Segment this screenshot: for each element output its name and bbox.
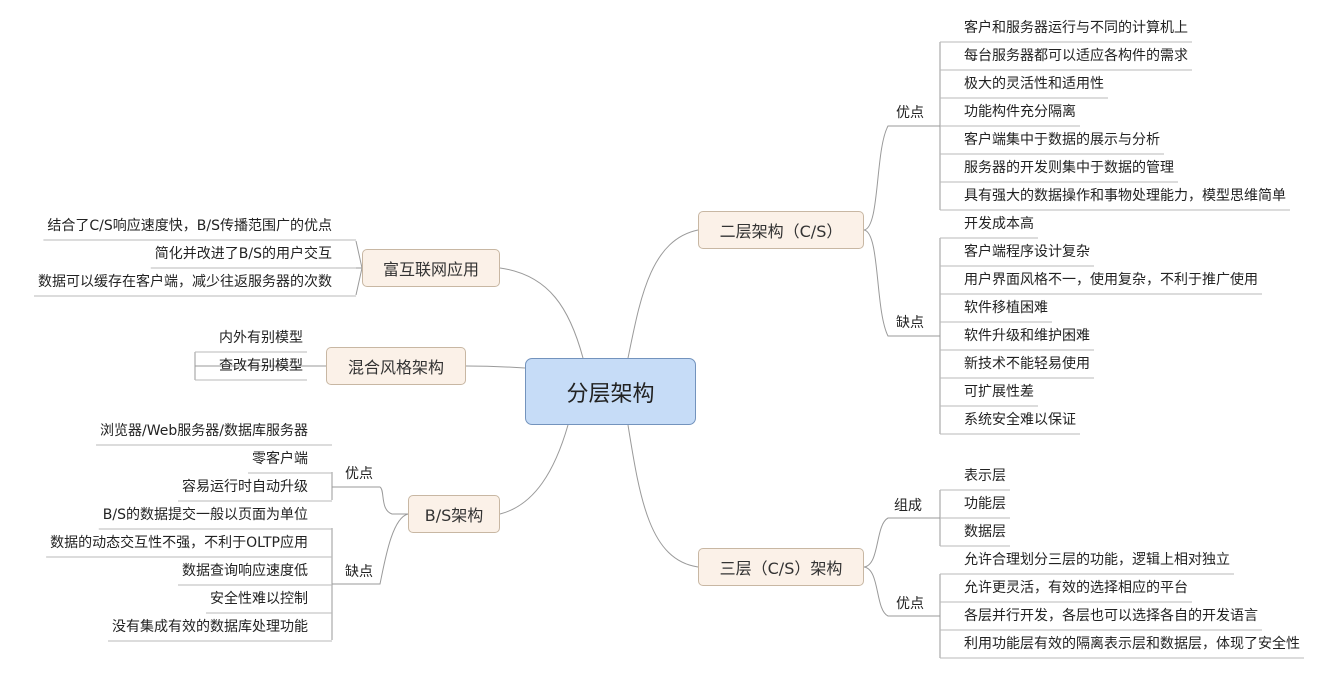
three-tier-parts-label[interactable]: 组成 (894, 498, 922, 514)
bs-con-item[interactable]: B/S的数据提交一般以页面为单位 (102, 507, 308, 523)
bs-con-item[interactable]: 安全性难以控制 (210, 591, 308, 607)
two-tier-pros-label[interactable]: 优点 (896, 105, 924, 121)
two-tier-con-item[interactable]: 客户端程序设计复杂 (964, 244, 1090, 260)
hybrid-title: 混合风格架构 (347, 358, 444, 377)
three-tier-pro-item[interactable]: 允许更灵活，有效的选择相应的平台 (964, 580, 1188, 596)
ria-title: 富互联网应用 (382, 260, 479, 279)
bs-pro-item[interactable]: 浏览器/Web服务器/数据库服务器 (100, 423, 308, 439)
ria-node[interactable]: 富互联网应用 (362, 249, 500, 287)
two-tier-pro-item[interactable]: 具有强大的数据操作和事物处理能力，模型思维简单 (964, 188, 1286, 204)
hybrid-item[interactable]: 内外有别模型 (219, 330, 303, 346)
two-tier-con-item[interactable]: 用户界面风格不一，使用复杂，不利于推广使用 (964, 272, 1258, 288)
ria-item[interactable]: 结合了C/S响应速度快，B/S传播范围广的优点 (47, 218, 332, 234)
ria-item[interactable]: 简化并改进了B/S的用户交互 (154, 246, 332, 262)
bs-con-item[interactable]: 数据的动态交互性不强，不利于OLTP应用 (50, 535, 308, 551)
hybrid-item[interactable]: 查改有别模型 (219, 358, 303, 374)
two-tier-con-item[interactable]: 软件升级和维护困难 (964, 328, 1090, 344)
hybrid-node[interactable]: 混合风格架构 (326, 347, 466, 385)
three-tier-pros-label[interactable]: 优点 (896, 596, 924, 612)
two-tier-node[interactable]: 二层架构（C/S） (698, 211, 864, 249)
three-tier-pro-item[interactable]: 利用功能层有效的隔离表示层和数据层，体现了安全性 (964, 636, 1300, 652)
two-tier-pro-item[interactable]: 每台服务器都可以适应各构件的需求 (964, 48, 1188, 64)
two-tier-con-item[interactable]: 开发成本高 (964, 216, 1034, 232)
three-tier-node[interactable]: 三层（C/S）架构 (698, 548, 864, 586)
bs-pro-item[interactable]: 零客户端 (252, 451, 308, 467)
three-tier-part-item[interactable]: 表示层 (964, 468, 1006, 484)
three-tier-title: 三层（C/S）架构 (719, 559, 843, 578)
three-tier-pro-item[interactable]: 各层并行开发，各层也可以选择各自的开发语言 (964, 608, 1258, 624)
three-tier-part-item[interactable]: 数据层 (964, 524, 1006, 540)
root-node[interactable]: 分层架构 (525, 358, 696, 425)
two-tier-pro-item[interactable]: 服务器的开发则集中于数据的管理 (964, 160, 1174, 176)
two-tier-con-item[interactable]: 系统安全难以保证 (964, 412, 1076, 428)
two-tier-pro-item[interactable]: 客户和服务器运行与不同的计算机上 (964, 20, 1188, 36)
two-tier-cons-label[interactable]: 缺点 (896, 315, 924, 331)
two-tier-pro-item[interactable]: 功能构件充分隔离 (964, 104, 1076, 120)
bs-pros-label[interactable]: 优点 (345, 466, 373, 482)
three-tier-part-item[interactable]: 功能层 (964, 496, 1006, 512)
two-tier-title: 二层架构（C/S） (719, 222, 843, 241)
two-tier-pro-item[interactable]: 客户端集中于数据的展示与分析 (964, 132, 1160, 148)
bs-node[interactable]: B/S架构 (408, 495, 500, 533)
root-node-label: 分层架构 (566, 381, 655, 407)
two-tier-con-item[interactable]: 可扩展性差 (964, 384, 1034, 400)
bs-con-item[interactable]: 没有集成有效的数据库处理功能 (112, 619, 308, 635)
three-tier-pro-item[interactable]: 允许合理划分三层的功能，逻辑上相对独立 (964, 552, 1230, 568)
bs-cons-label[interactable]: 缺点 (345, 564, 373, 580)
ria-item[interactable]: 数据可以缓存在客户端，减少往返服务器的次数 (38, 274, 332, 290)
two-tier-pro-item[interactable]: 极大的灵活性和适用性 (964, 76, 1104, 92)
bs-title: B/S架构 (424, 506, 484, 525)
two-tier-con-item[interactable]: 新技术不能轻易使用 (964, 356, 1090, 372)
bs-pro-item[interactable]: 容易运行时自动升级 (182, 479, 308, 495)
two-tier-con-item[interactable]: 软件移植困难 (964, 300, 1048, 316)
bs-con-item[interactable]: 数据查询响应速度低 (182, 563, 308, 579)
